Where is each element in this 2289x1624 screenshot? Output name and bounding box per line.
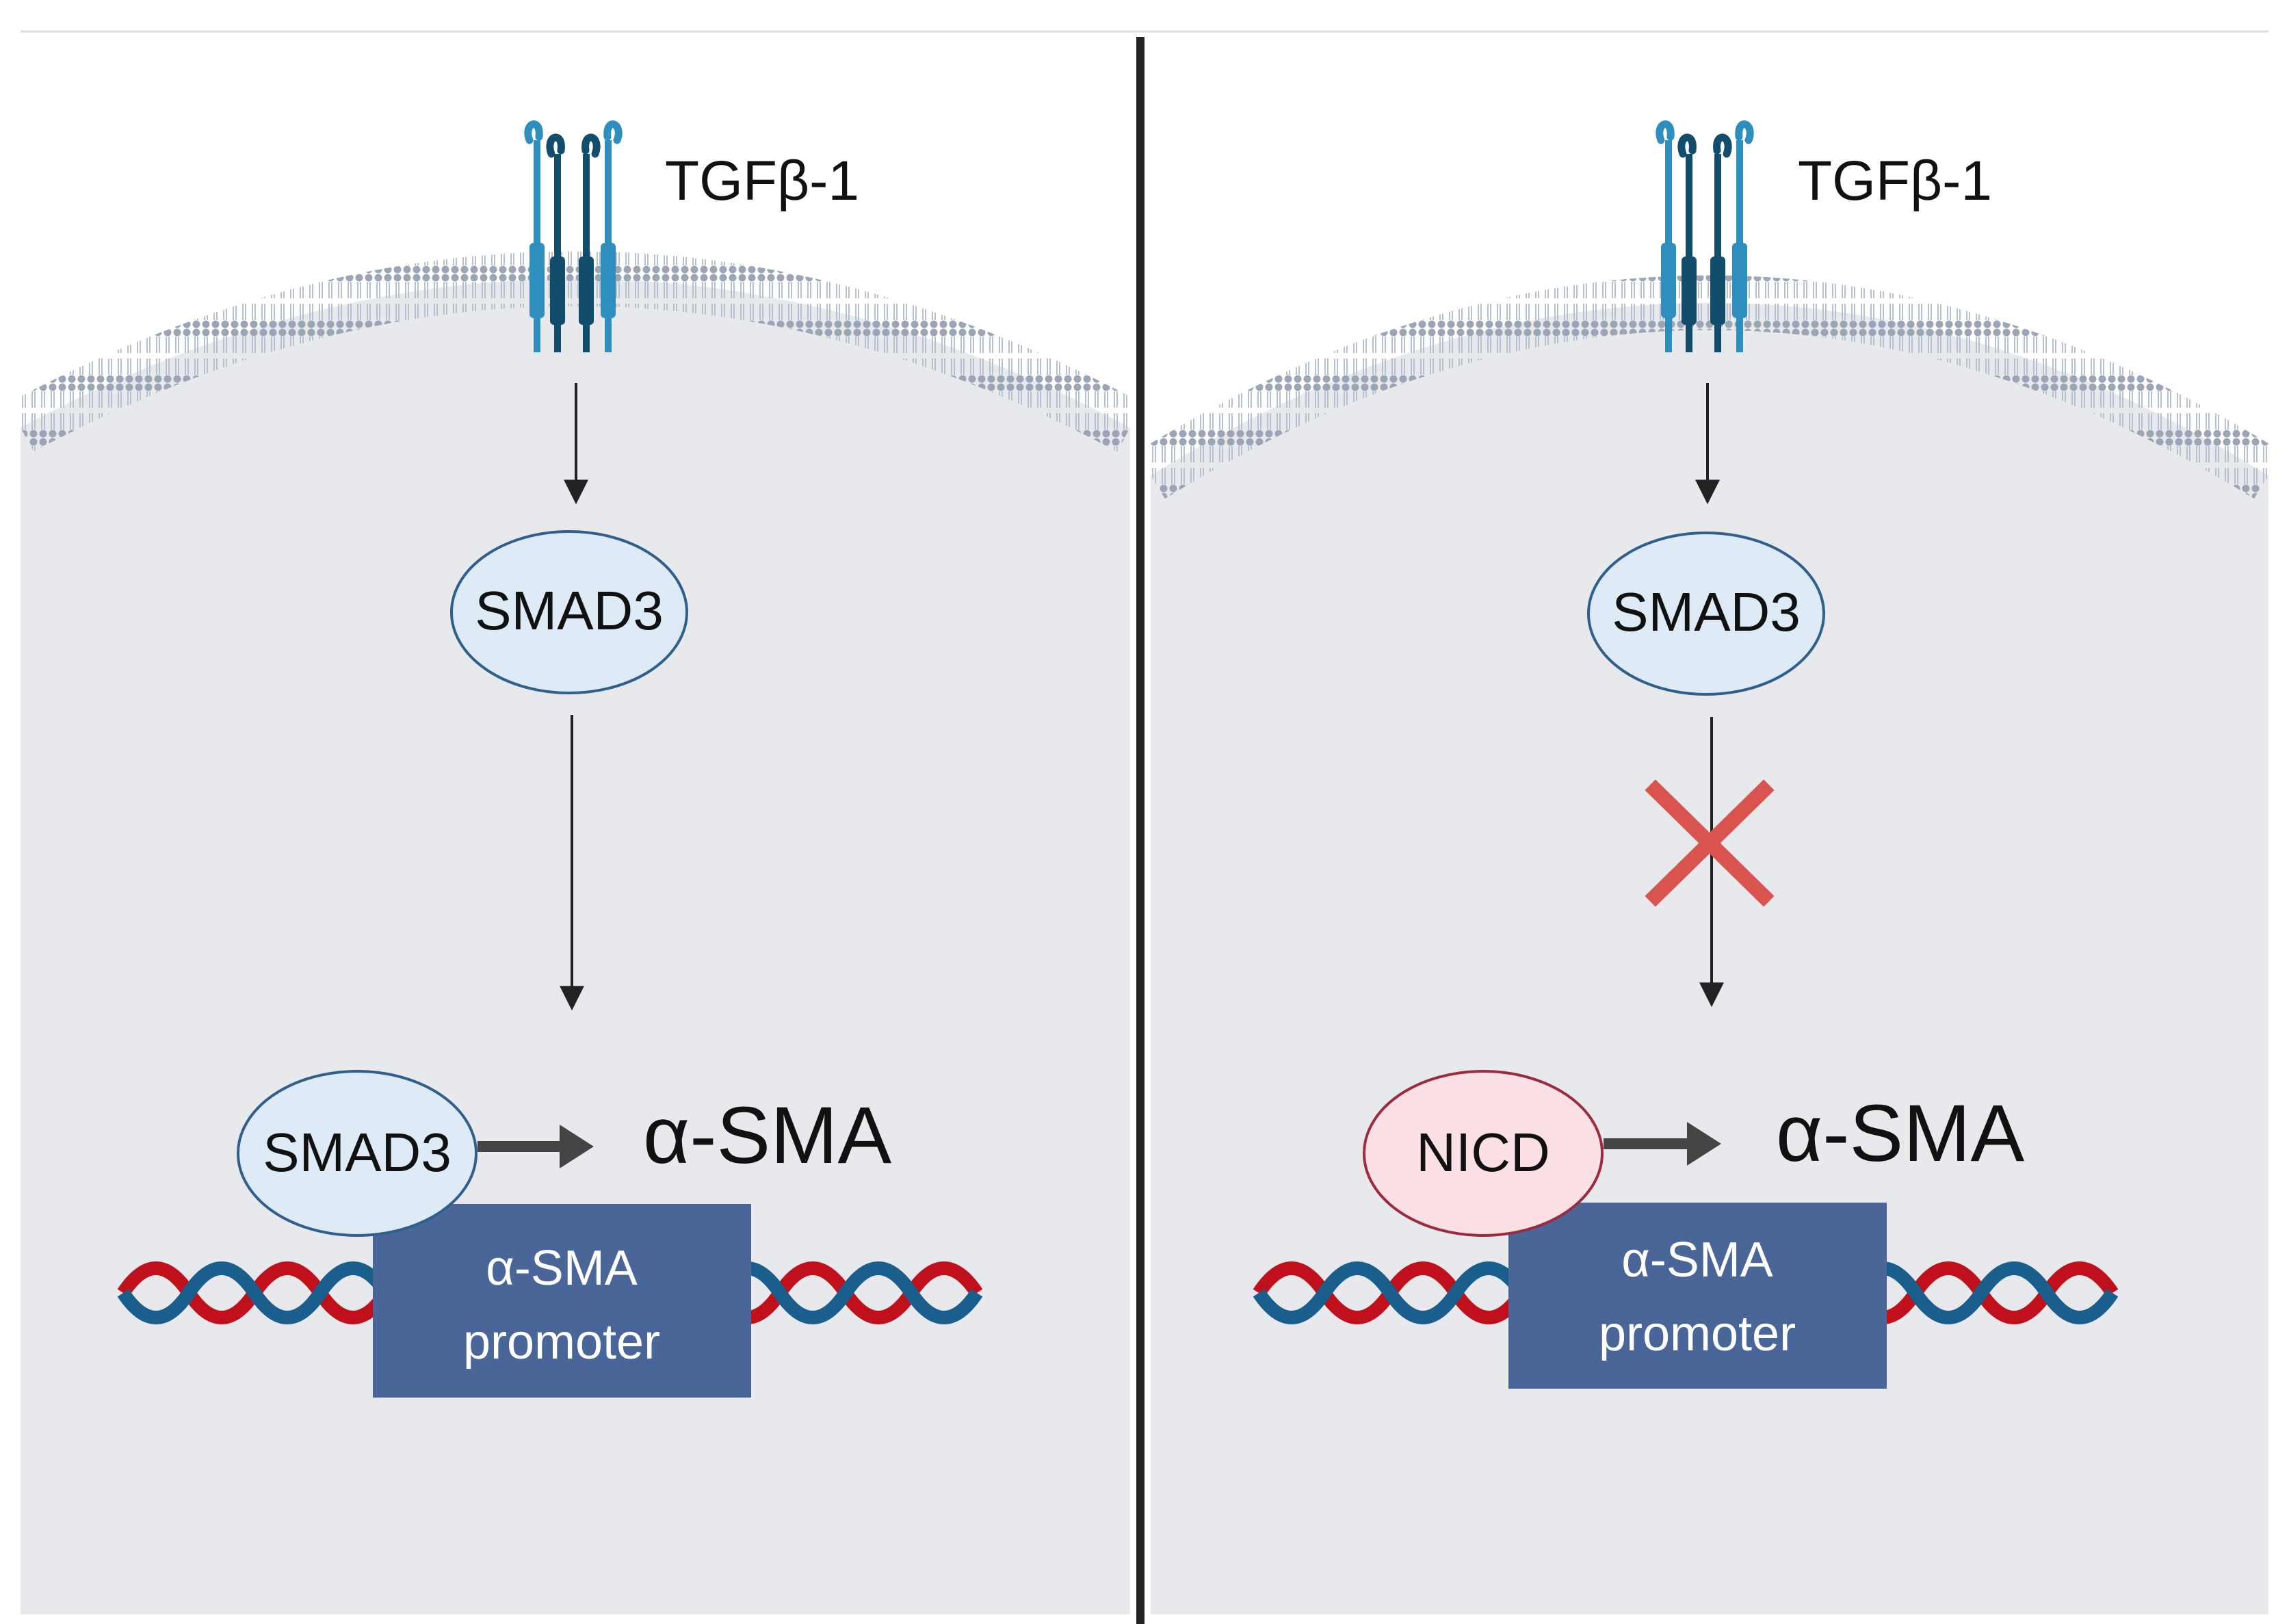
target-gene-label: α-SMA [643, 1090, 892, 1181]
cell-membrane [21, 251, 1130, 452]
smad3-cytoplasm-node [1587, 532, 1825, 696]
tgfb-receptor-icon [524, 120, 623, 352]
promoter-label-line2: promoter [463, 1315, 660, 1370]
cell-cytoplasm [1151, 302, 2268, 1614]
panel-right: TGFβ-1 SMAD3 α-SMA promoter NICD α-SMA [1151, 120, 2268, 1614]
promoter-binder-node [237, 1070, 478, 1237]
arrow-binder-to-gene [478, 1125, 594, 1168]
promoter-label-line1: α-SMA [1621, 1233, 1773, 1287]
smad3-cytoplasm-label: SMAD3 [475, 580, 664, 641]
panel-left: TGFβ-1 SMAD3 α-SMA promoter SMAD3 α-SMA [21, 120, 1130, 1614]
promoter-label-line1: α-SMA [486, 1241, 638, 1296]
arrow-binder-to-gene [1604, 1122, 1721, 1166]
promoter-binder-label: SMAD3 [263, 1122, 452, 1183]
smad3-cytoplasm-node [450, 530, 688, 694]
promoter-box [373, 1204, 751, 1398]
receptor-label: TGFβ-1 [1798, 150, 1992, 212]
tgfb-receptor-icon [1656, 120, 1754, 352]
receptor-label: TGFβ-1 [665, 150, 859, 212]
block-cross-icon [1645, 779, 1775, 907]
promoter-binder-label: NICD [1416, 1122, 1550, 1183]
cell-membrane [1151, 275, 2268, 499]
promoter-label-line2: promoter [1599, 1307, 1796, 1361]
smad3-cytoplasm-label: SMAD3 [1612, 581, 1801, 642]
target-gene-label: α-SMA [1776, 1088, 2025, 1179]
promoter-box [1508, 1203, 1887, 1389]
promoter-binder-node [1363, 1070, 1604, 1237]
